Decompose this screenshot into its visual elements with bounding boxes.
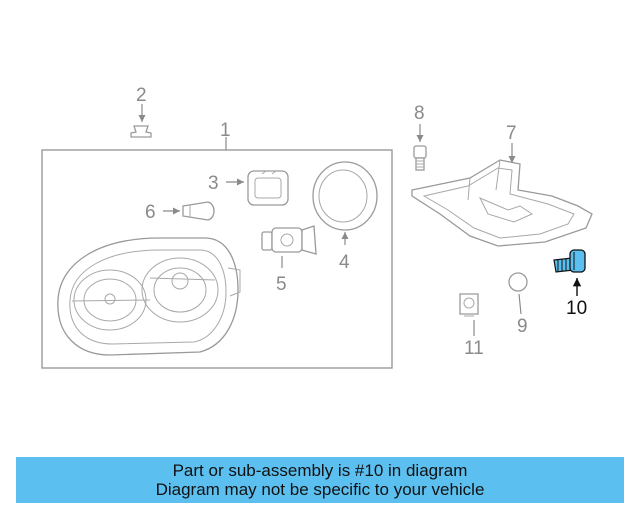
callout-1: 1 xyxy=(220,120,231,141)
part-9-cap xyxy=(508,272,528,292)
part-3-socket xyxy=(247,170,289,206)
callout-4: 4 xyxy=(339,252,350,273)
callout-6: 6 xyxy=(145,202,156,223)
banner-line-1: Part or sub-assembly is #10 in diagram xyxy=(172,461,468,480)
callout-5: 5 xyxy=(276,274,287,295)
part-8-bolt xyxy=(413,145,427,171)
part-6-bulb xyxy=(182,201,215,221)
callout-9: 9 xyxy=(517,316,528,337)
part-11-grommet xyxy=(459,293,479,317)
part-7-bracket xyxy=(411,159,593,247)
callout-2: 2 xyxy=(136,85,147,106)
parts-diagram: 1 2 3 6 5 xyxy=(41,85,593,369)
info-banner: Part or sub-assembly is #10 in diagram D… xyxy=(16,457,624,503)
part-5-bulb xyxy=(261,225,317,255)
callout-7: 7 xyxy=(506,123,517,144)
callout-8: 8 xyxy=(414,103,425,124)
callout-10: 10 xyxy=(566,298,587,319)
headlamp-housing xyxy=(57,237,241,356)
part-10-screw-highlighted[interactable] xyxy=(553,249,586,273)
headlamp-assembly-frame xyxy=(41,149,393,369)
banner-line-2: Diagram may not be specific to your vehi… xyxy=(155,480,485,499)
callout-3: 3 xyxy=(208,173,219,194)
callout-11: 11 xyxy=(464,338,484,359)
part-4-ring xyxy=(312,161,378,231)
part-2-clip xyxy=(130,125,152,138)
